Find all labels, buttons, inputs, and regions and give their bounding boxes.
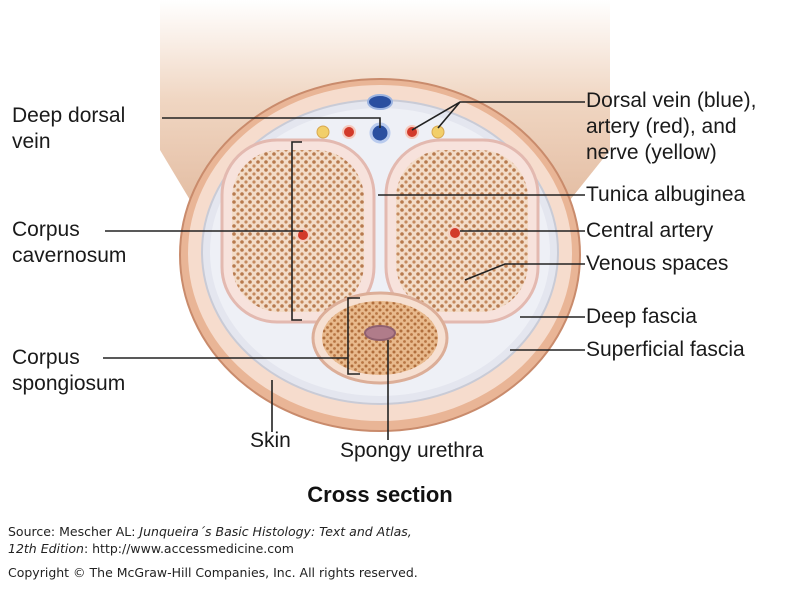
label-spongy-urethra: Spongy urethra	[340, 439, 484, 462]
label-tunica-albuginea: Tunica albuginea	[586, 183, 746, 206]
spongy-urethra	[364, 325, 396, 341]
dorsal-nerve-left	[316, 125, 330, 139]
label-venous-spaces: Venous spaces	[586, 252, 729, 275]
dorsal-nerve-right	[431, 125, 445, 139]
edition-line: 12th Edition: http://www.accessmedicine.…	[8, 541, 294, 556]
source-line: Source: Mescher AL: Junqueira´s Basic Hi…	[8, 524, 412, 539]
central-artery-left	[296, 228, 310, 242]
figure-title: Cross section	[307, 482, 453, 507]
source-url: : http://www.accessmedicine.com	[83, 541, 294, 556]
superficial-dorsal-vein	[367, 94, 393, 110]
dorsal-artery-left	[342, 125, 356, 139]
leader-lines	[103, 101, 585, 440]
label-superficial-fascia: Superficial fascia	[586, 338, 745, 361]
central-artery-right	[448, 226, 462, 240]
label-skin: Skin	[250, 429, 291, 452]
label-central-artery: Central artery	[586, 219, 714, 242]
label-deep-fascia: Deep fascia	[586, 305, 697, 328]
copyright: Copyright © The McGraw-Hill Companies, I…	[8, 565, 418, 580]
